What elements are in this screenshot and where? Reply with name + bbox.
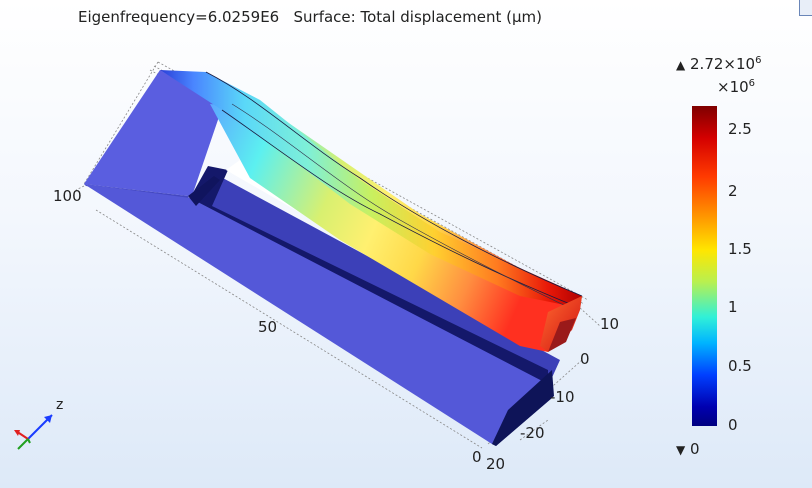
beam-tip-shade	[548, 318, 576, 352]
plot-title: Eigenfrequency=6.0259E6 Surface: Total d…	[78, 8, 542, 26]
axis-tick-y-10: 10	[600, 315, 620, 333]
colorbar-max: ▲ 2.72×106	[676, 55, 761, 73]
axis-tick-z-neg20: -20	[520, 424, 545, 442]
colorbar-min: ▼ 0	[676, 440, 700, 458]
axis-tick-z-0: 0	[472, 448, 482, 466]
axis-tick-y-0: 0	[580, 350, 590, 368]
colorbar-gradient	[692, 106, 717, 426]
colorbar-max-exponent: 6	[755, 55, 762, 66]
colorbar-tick: 2.5	[728, 120, 752, 138]
colorbar-scale-exponent: 6	[748, 78, 756, 89]
colorbar-tick: 1.5	[728, 240, 752, 258]
frame-top-strip	[190, 170, 560, 382]
colorbar-min-value: 0	[690, 440, 700, 458]
colorbar-tick: 0	[728, 416, 738, 434]
beam-edges	[205, 71, 583, 311]
axis-tick-y-neg10: -10	[550, 388, 575, 406]
axis-triad-icon: z	[14, 397, 63, 450]
colorbar-max-value: 2.72×10	[690, 55, 756, 73]
max-triangle-icon: ▲	[676, 58, 686, 72]
colorbar-tick: 1	[728, 298, 738, 316]
colorbar-scale-base: ×10	[717, 78, 749, 96]
min-triangle-icon: ▼	[676, 443, 686, 457]
frame-outer-side	[84, 184, 550, 444]
triad-z-label: z	[56, 397, 63, 413]
frame-inner-wall	[190, 166, 548, 384]
colorbar-scale: ×106	[717, 78, 755, 96]
beam-top-surface	[160, 70, 582, 308]
colorbar-tick: 2	[728, 182, 738, 200]
frame-left-end	[84, 70, 222, 196]
window-control-icon[interactable]	[799, 0, 812, 16]
axis-tick-z-20: 20	[486, 455, 506, 473]
frame-end-cap	[492, 370, 554, 446]
colorbar-tick: 0.5	[728, 357, 752, 375]
axis-tick-x-100: 100	[53, 187, 82, 205]
frame-corner	[188, 176, 220, 206]
axis-tick-x-50: 50	[258, 318, 278, 336]
